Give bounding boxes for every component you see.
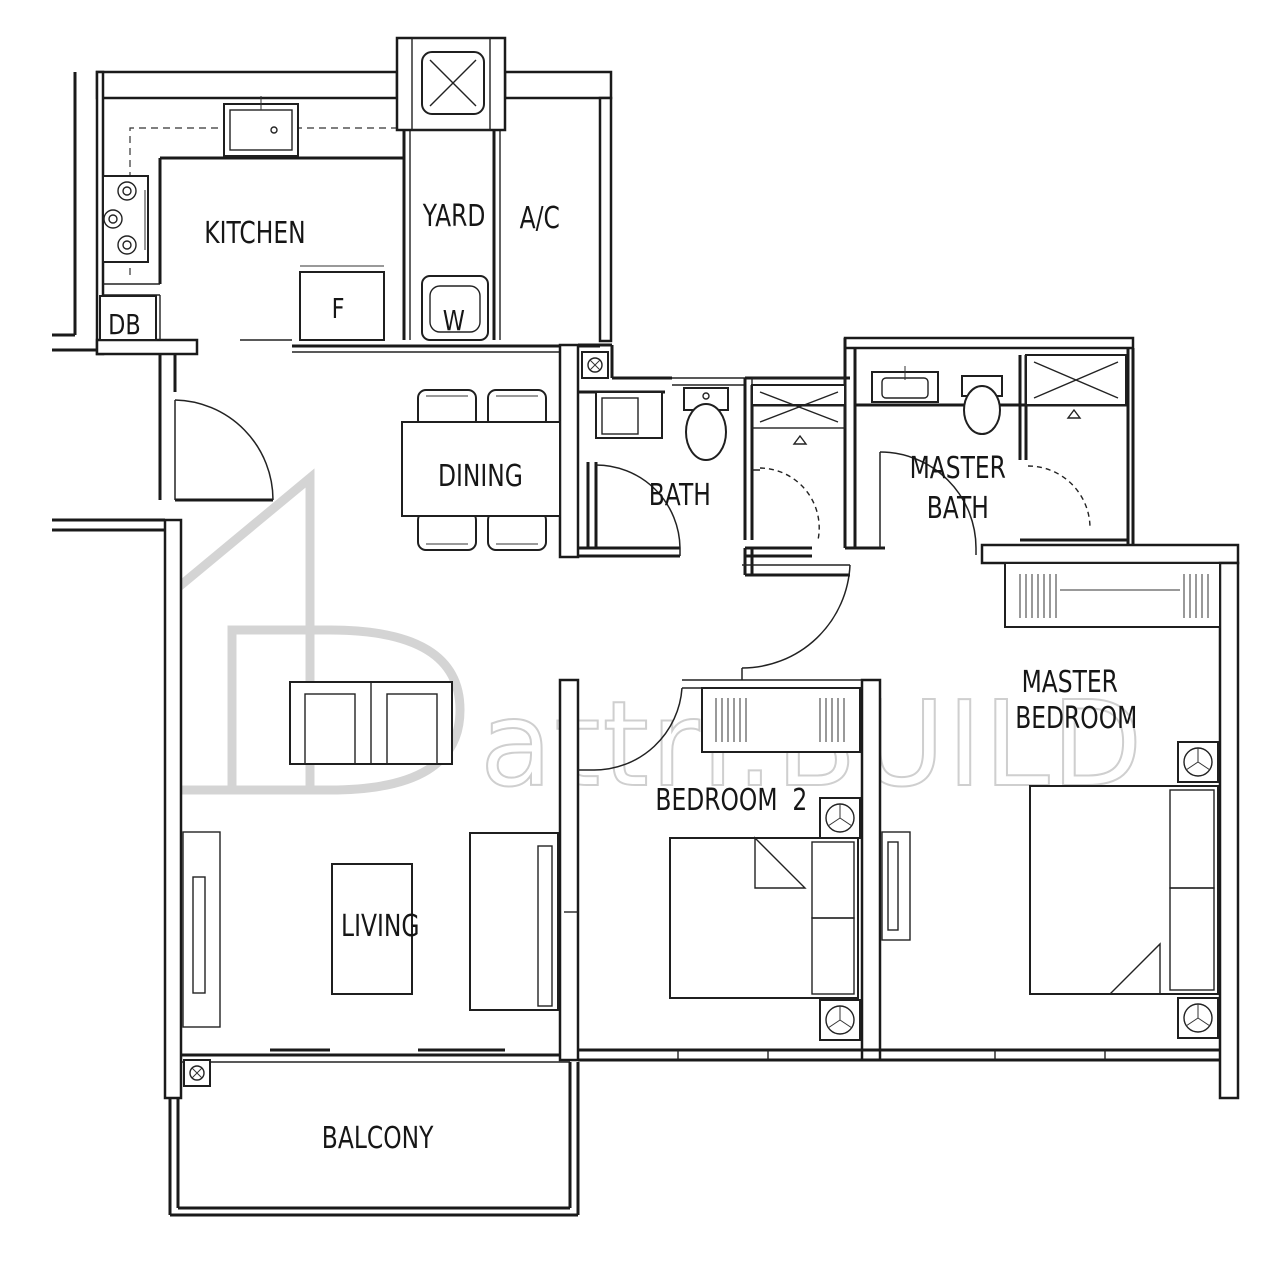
bedside-lamp-icon [819, 797, 861, 839]
master-toilet-icon [961, 375, 1003, 435]
dining-table [401, 421, 561, 517]
shower-icon [751, 377, 846, 445]
master-bed [1029, 785, 1219, 995]
coffee-table [331, 863, 413, 995]
room-label-ac: A/C [520, 201, 560, 236]
fridge-label: F [332, 291, 345, 324]
bedroom2-furniture [669, 687, 861, 1041]
room-labels: KITCHEN YARD A/C DINING BATH MASTER BATH… [204, 199, 1137, 1156]
washer-icon: W [421, 275, 489, 341]
master-bedroom-furniture [881, 562, 1221, 1039]
svg-text:W: W [443, 303, 465, 336]
room-label-kitchen: KITCHEN [204, 216, 305, 251]
room-label-master-bedroom-1: MASTER [1022, 665, 1118, 700]
room-label-master-bath-2: BATH [927, 491, 989, 526]
bedside-lamp-icon [819, 999, 861, 1041]
bath-fixtures [581, 351, 846, 461]
room-label-master-bath-1: MASTER [910, 451, 1006, 486]
room-label-bedroom2: BEDROOM 2 [655, 783, 807, 818]
watermark-d-shape [227, 625, 465, 795]
toilet-icon [683, 387, 729, 461]
fridge-icon [299, 271, 385, 341]
room-label-yard: YARD [422, 199, 486, 234]
kitchen-sink-icon [223, 103, 299, 157]
sofa [469, 832, 559, 1011]
walls [52, 70, 1240, 1217]
db-label: DB [108, 307, 141, 340]
room-label-master-bedroom-2: BEDROOM [1015, 701, 1137, 736]
basin-icon [595, 391, 663, 439]
room-label-dining: DINING [438, 459, 523, 494]
entry-door-swing [174, 399, 274, 501]
yard-fixtures: W [395, 36, 507, 341]
master-wardrobe [1004, 562, 1221, 628]
ac-top-wall [503, 70, 613, 100]
kitchen-fixtures: F DB [99, 96, 404, 341]
living-furniture [289, 681, 559, 1011]
bedside-lamp-icon [1177, 997, 1219, 1039]
dining-set [401, 389, 561, 551]
dining-chair [487, 511, 547, 551]
room-label-bath: BATH [649, 478, 711, 513]
dining-chair [487, 389, 547, 429]
bedside-lamp-icon [1177, 741, 1219, 783]
master-tv-panel [881, 831, 911, 941]
bedroom2-wardrobe [701, 687, 861, 753]
stove-icon [102, 175, 149, 263]
master-shower-icon [1025, 354, 1127, 419]
balcony-floor-trap-icon [183, 1059, 211, 1087]
master-bath-fixtures [871, 354, 1127, 435]
doors [174, 399, 1091, 771]
db-box [99, 295, 157, 341]
room-label-balcony: BALCONY [322, 1121, 434, 1156]
room-label-living: LIVING [341, 909, 419, 944]
dining-chair [417, 389, 477, 429]
kitchen-top-wall [95, 70, 399, 100]
dining-chair [417, 511, 477, 551]
